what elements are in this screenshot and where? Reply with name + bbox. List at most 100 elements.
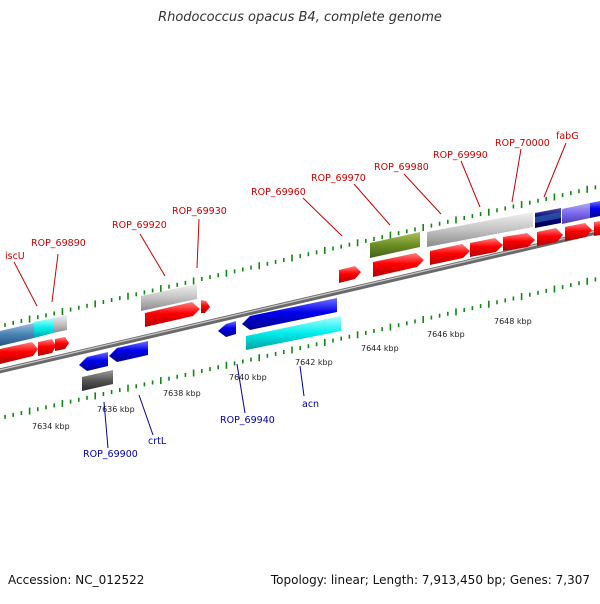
scale-tick (61, 308, 64, 315)
gene-iscU-cyan[interactable] (34, 318, 53, 338)
scale-tick (414, 319, 416, 324)
label-ROP_69900: ROP_69900 (83, 449, 138, 460)
gene-acn[interactable] (246, 316, 341, 350)
gene-red-9[interactable] (565, 223, 592, 241)
scale-tick (365, 238, 367, 243)
scale-tick (348, 334, 351, 339)
scale-tick (69, 307, 72, 312)
gene-iscU[interactable] (0, 323, 34, 346)
scale-label-7638: 7638 kbp (163, 389, 201, 398)
scale-tick (340, 336, 342, 341)
scale-tick (430, 315, 433, 320)
scale-tick (586, 185, 588, 193)
scale-tick (545, 288, 547, 293)
scale-tick (94, 392, 96, 400)
scale-label-7642: 7642 kbp (295, 358, 333, 367)
scale-tick (119, 296, 121, 301)
scale-tick (201, 277, 203, 281)
scale-tick (151, 288, 154, 293)
label-ROP_69970: ROP_69970 (311, 173, 366, 184)
accession-text: Accession: NC_012522 (8, 573, 145, 587)
gene-ROP_69920[interactable] (141, 284, 197, 311)
gene-ROP_69990[interactable] (503, 233, 535, 251)
bottom-labels: ROP_69900 crtL ROP_69940 acn (83, 399, 319, 460)
scale-tick (102, 300, 105, 304)
gene-ROP_69980[interactable] (427, 212, 533, 247)
scale-tick (463, 308, 465, 312)
scale-tick (488, 208, 490, 216)
gene-blue-small[interactable] (218, 321, 236, 337)
gene-ROP_69890[interactable] (53, 315, 67, 333)
scale-tick (135, 384, 137, 389)
gene-red-8[interactable] (537, 228, 563, 246)
scale-tick (110, 298, 113, 302)
gene-red-5[interactable] (373, 253, 424, 277)
top-labels: iscU ROP_69890 ROP_69920 ROP_69930 ROP_6… (5, 131, 579, 262)
label-ROP_69980: ROP_69980 (374, 162, 429, 173)
scale-tick (102, 392, 105, 396)
scale-tick (430, 223, 433, 228)
scale-tick (209, 367, 211, 372)
scale-tick (447, 311, 449, 316)
scale-tick (594, 185, 597, 190)
gene-ROP_69900[interactable] (79, 352, 108, 371)
label-ROP_69990: ROP_69990 (433, 150, 488, 161)
scale-label-7648: 7648 kbp (494, 317, 532, 326)
label-ROP_70000: ROP_70000 (495, 138, 550, 149)
scale-tick (463, 216, 465, 220)
scale-tick (28, 407, 31, 415)
reverse-genes (79, 298, 341, 391)
scale-tick (324, 338, 326, 346)
scale-tick (78, 397, 80, 402)
scale-tick (53, 311, 55, 316)
top-callouts (13, 142, 567, 307)
scale-tick (192, 277, 195, 285)
scale-tick (127, 292, 129, 300)
scale-tick (250, 357, 252, 362)
scale-tick (422, 316, 424, 323)
scale-tick (242, 359, 244, 364)
gene-red-3[interactable] (55, 337, 69, 351)
scale-tick (537, 290, 539, 295)
gene-red-6[interactable] (430, 244, 470, 265)
scale-tick (356, 239, 359, 247)
scale-tick (168, 284, 170, 289)
gene-red-7[interactable] (470, 238, 503, 257)
scale-label-7636: 7636 kbp (97, 405, 135, 414)
gene-ROP_69940[interactable] (242, 298, 337, 330)
scale-tick (365, 330, 367, 335)
gene-ROP_69970[interactable] (370, 232, 420, 258)
scale-tick (86, 395, 88, 400)
scale-tick (553, 285, 556, 293)
scale-tick (529, 292, 531, 297)
scale-labels: 7634 kbp 7636 kbp 7638 kbp 7640 kbp 7642… (32, 317, 532, 431)
gene-blue-edge[interactable] (590, 201, 600, 218)
gene-red-edge[interactable] (594, 221, 600, 236)
scale-tick (266, 353, 269, 358)
scale-tick (53, 403, 55, 408)
scale-tick (455, 308, 457, 316)
scale-tick (414, 227, 416, 232)
gene-red-2[interactable] (38, 339, 56, 356)
scale-tick (45, 313, 47, 318)
scale-tick (594, 277, 597, 282)
scale-tick (160, 377, 162, 385)
scale-tick (143, 290, 146, 295)
scale-tick (217, 273, 219, 278)
gene-red-1[interactable] (0, 342, 38, 364)
scale-tick (545, 196, 547, 201)
scale-tick (561, 285, 564, 290)
scale-tick (389, 323, 392, 331)
scale-label-7646: 7646 kbp (427, 330, 465, 339)
gene-ROP_69930[interactable] (201, 300, 210, 313)
scale-tick (332, 246, 334, 251)
gene-fabG[interactable] (562, 203, 590, 224)
gene-dark-gray[interactable] (82, 370, 113, 391)
scale-tick (447, 219, 449, 224)
gene-crtL[interactable] (109, 341, 148, 362)
gene-ROP_69960[interactable] (339, 266, 361, 283)
scale-tick (45, 405, 47, 410)
scale-tick (258, 262, 260, 270)
gene-navy-band (535, 212, 561, 223)
gene-red-4[interactable] (145, 302, 200, 327)
